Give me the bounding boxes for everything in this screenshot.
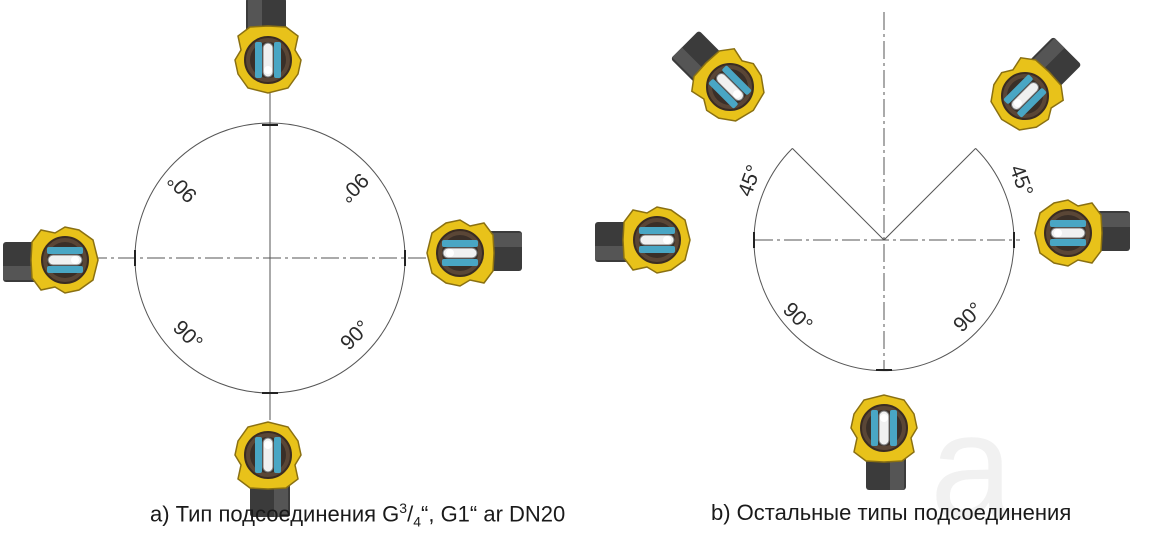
radial-line [883, 148, 976, 241]
angle-label: 45° [1005, 162, 1037, 200]
caption-a-suffix: “, G1“ ar DN20 [421, 501, 566, 527]
display-housing-icon [850, 394, 918, 491]
radial-line [792, 148, 885, 241]
angle-label: 90° [336, 316, 375, 355]
diagram-a: 90° 90° 90° 90° [2, 0, 523, 518]
caption-a-sup: 3 [399, 500, 408, 516]
circle-ticks [134, 124, 406, 394]
caption-a: a) Тип подсоединения G3/4“, G1“ ar DN20 [150, 500, 565, 530]
mounting-orientation-diagram: 90° 90° 90° 90° 45° 45° 90° 90° [2, 0, 1131, 518]
display-housing-icon [426, 219, 523, 287]
caption-b: b) Остальные типы подсоединения [711, 500, 1072, 525]
display-housing-icon [977, 27, 1094, 144]
display-housing-icon [661, 18, 778, 135]
angle-label: 90° [168, 316, 207, 355]
display-housing-icon [2, 226, 99, 294]
display-housing-icon [1034, 199, 1131, 267]
angle-label: 90° [163, 168, 202, 207]
caption-a-slash: / [407, 501, 414, 527]
angle-label: 90° [778, 298, 817, 337]
angle-label: 45° [734, 162, 766, 200]
display-housing-icon [234, 0, 302, 94]
angle-label: 90° [949, 298, 988, 337]
caption-a-sub: 4 [413, 513, 422, 530]
watermark: a [930, 382, 1014, 550]
display-housing-icon [594, 206, 691, 274]
diagram-b: 45° 45° 90° 90° [594, 12, 1131, 491]
angle-label: 90° [334, 168, 373, 207]
caption-a-prefix: a) Тип подсоединения G [150, 501, 400, 527]
arc-ticks [753, 232, 1015, 371]
